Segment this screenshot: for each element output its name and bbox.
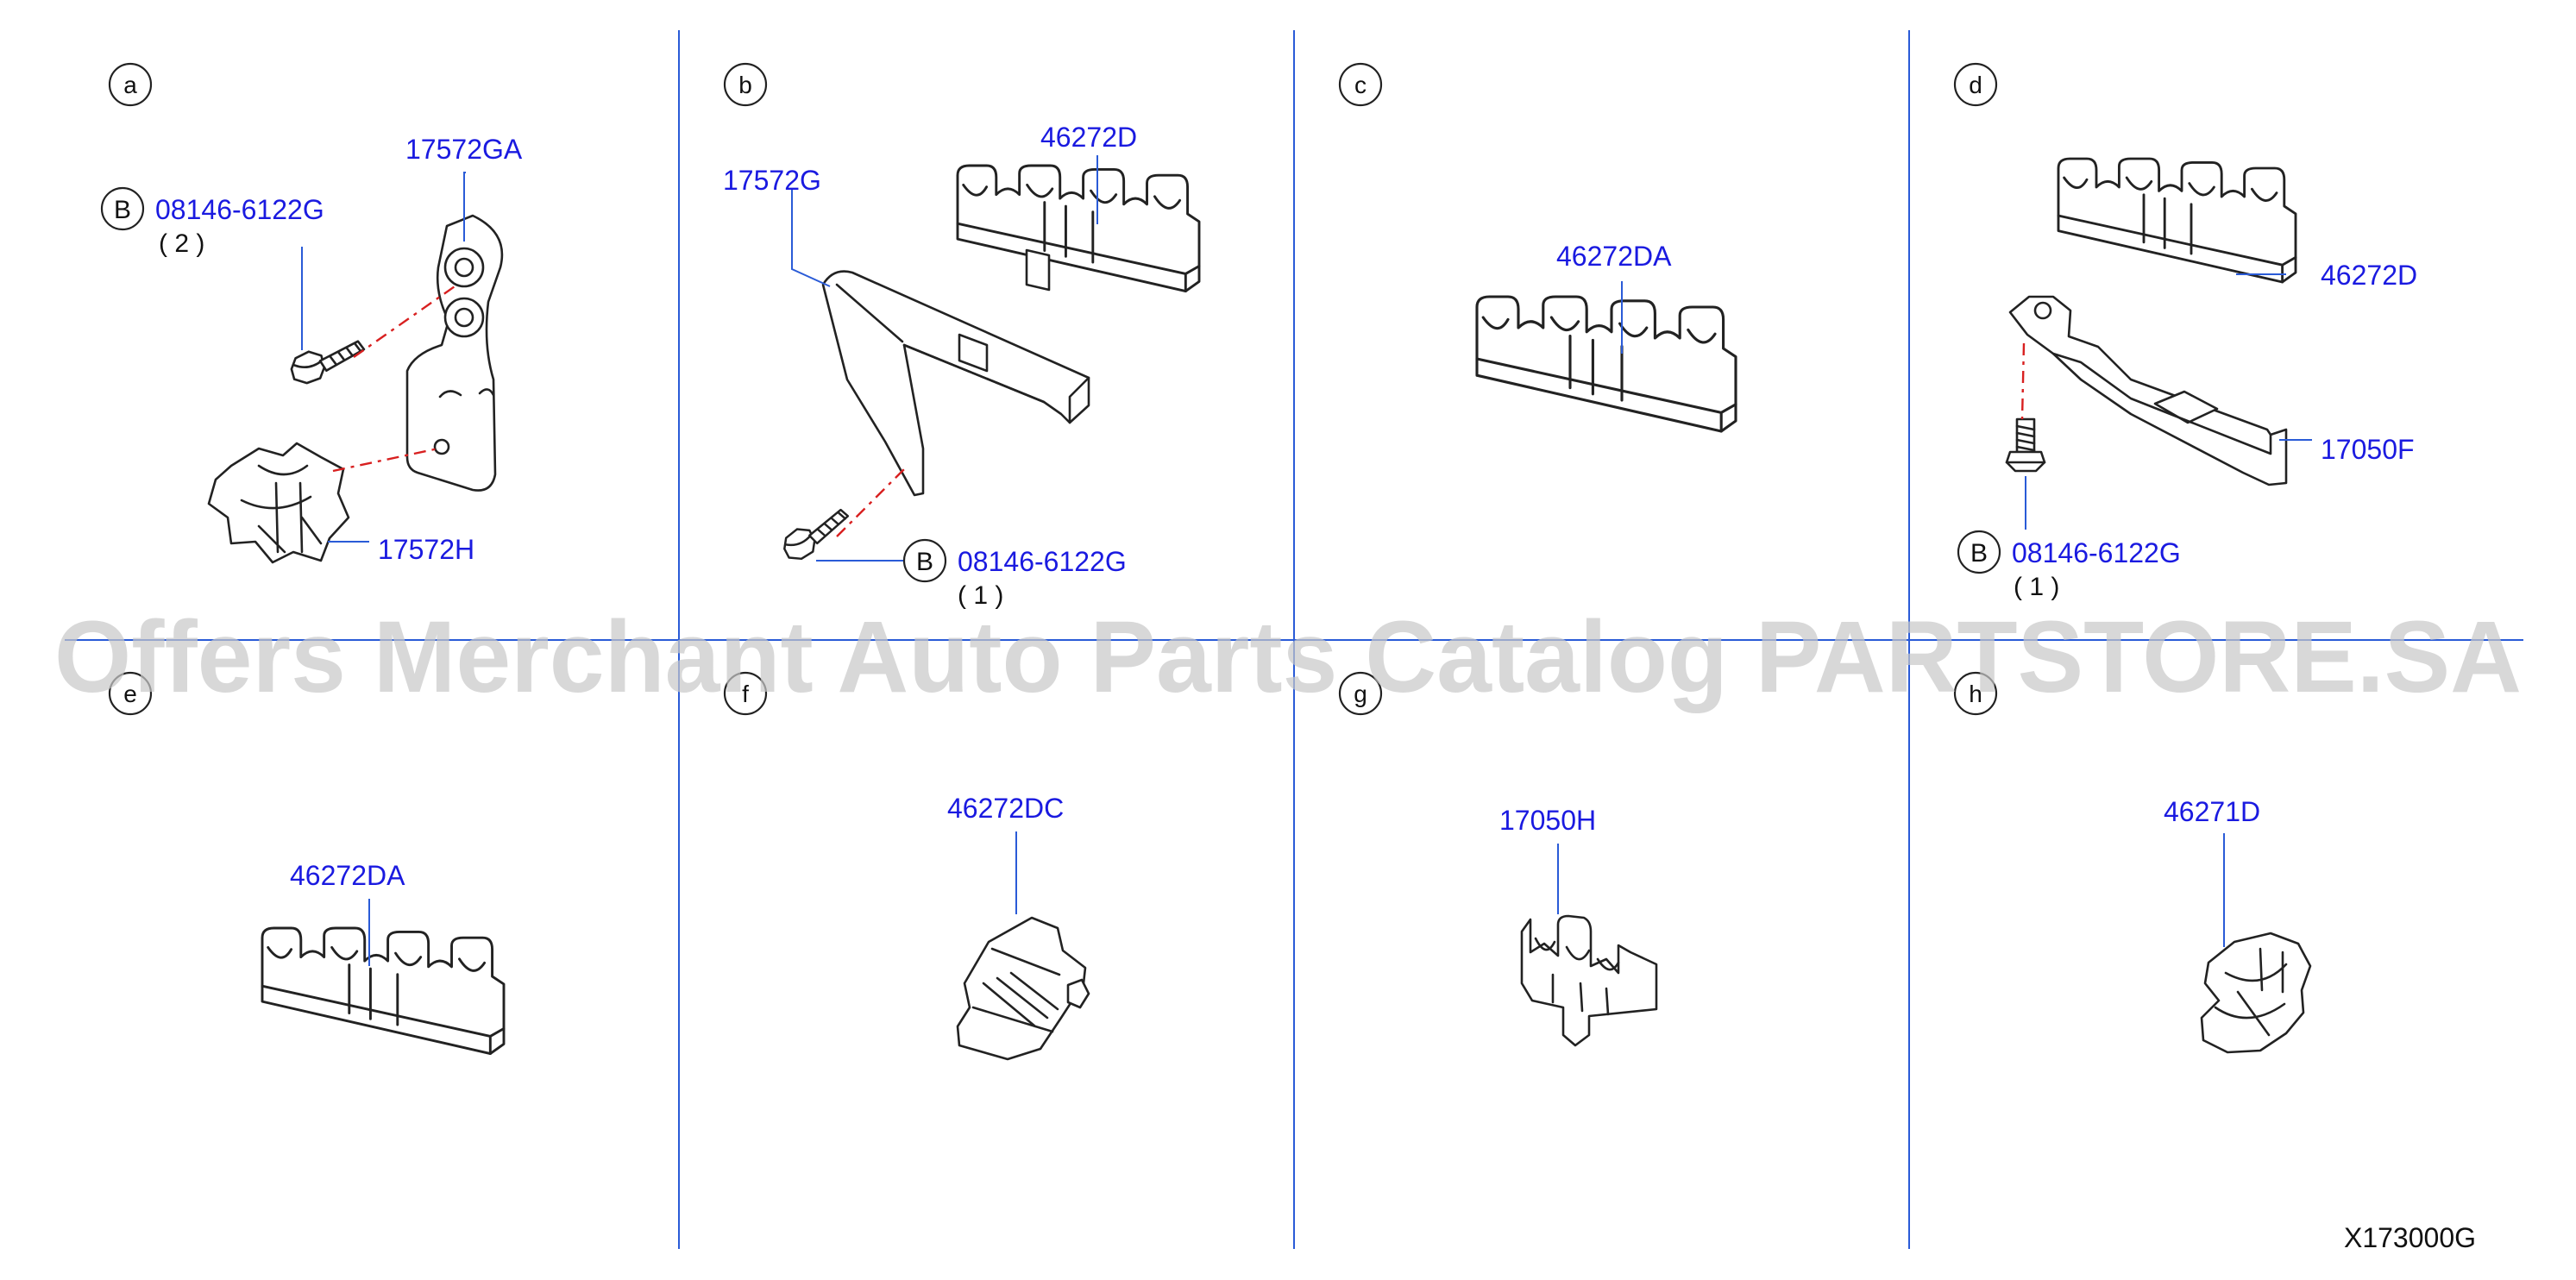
bolt-08146-b bbox=[777, 507, 858, 564]
callout-17572h: 17572H bbox=[378, 534, 474, 565]
svg-text:a: a bbox=[123, 72, 137, 98]
grid-dividers bbox=[65, 30, 2523, 1249]
panel-g: 17050H bbox=[1499, 805, 1658, 1047]
callout-17572g: 17572G bbox=[723, 165, 821, 196]
clip-46271d bbox=[2200, 932, 2312, 1054]
qty-d: ( 1 ) bbox=[2014, 573, 2059, 601]
leader-17572g bbox=[791, 190, 831, 287]
bolt-code-badge-a: B bbox=[100, 186, 145, 231]
centerline-a2 bbox=[332, 447, 439, 473]
panel-e: 46272DA bbox=[261, 860, 506, 1056]
bracket-17050f bbox=[2008, 295, 2288, 486]
qty-a: ( 2 ) bbox=[159, 229, 204, 258]
clip-46272da-c bbox=[1475, 295, 1737, 433]
leader-17572ga bbox=[463, 172, 466, 242]
callout-08146-a: 08146-6122G bbox=[155, 194, 324, 225]
callout-46272da-c: 46272DA bbox=[1556, 241, 1672, 272]
callout-08146-d: 08146-6122G bbox=[2012, 537, 2181, 568]
panel-letter-e: e bbox=[108, 671, 153, 716]
callout-46272d-d: 46272D bbox=[2321, 260, 2417, 291]
callout-17050f: 17050F bbox=[2321, 434, 2415, 465]
bracket-17572ga bbox=[405, 214, 504, 492]
panel-d: 46272D 17050F B 08146-6122G ( 1 ) bbox=[1957, 157, 2417, 601]
svg-text:f: f bbox=[742, 681, 749, 707]
svg-text:B: B bbox=[114, 196, 131, 224]
svg-text:B: B bbox=[916, 548, 933, 576]
svg-text:c: c bbox=[1354, 72, 1367, 98]
panel-letter-c: c bbox=[1338, 62, 1383, 107]
panel-letter-a: a bbox=[108, 62, 153, 107]
clip-17572h bbox=[207, 442, 350, 564]
bracket-17572g bbox=[821, 270, 1090, 497]
svg-text:g: g bbox=[1354, 681, 1367, 707]
panel-letter-g: g bbox=[1338, 671, 1383, 716]
clip-46272dc bbox=[956, 916, 1090, 1061]
callout-17572ga: 17572GA bbox=[405, 134, 523, 165]
bolt-code-badge-d: B bbox=[1957, 530, 2001, 574]
panel-b: 17572G 46272D B 08146-6122G ( 1 ) bbox=[723, 122, 1201, 610]
watermark-text: Offers Merchant Auto Parts Catalog PARTS… bbox=[54, 600, 2522, 714]
callout-17050h: 17050H bbox=[1499, 805, 1596, 836]
centerline-d bbox=[2020, 342, 2026, 420]
clip-46272d-d bbox=[2057, 157, 2297, 284]
centerline-b bbox=[836, 465, 908, 537]
bolt-08146-a bbox=[288, 339, 368, 386]
svg-text:b: b bbox=[738, 72, 752, 98]
callout-46272d-b: 46272D bbox=[1040, 122, 1137, 153]
panel-h: 46271D bbox=[2164, 796, 2312, 1054]
diagram-reference-code: X173000G bbox=[2344, 1222, 2476, 1253]
callout-46271d: 46271D bbox=[2164, 796, 2260, 827]
callout-46272dc: 46272DC bbox=[947, 793, 1064, 824]
svg-text:B: B bbox=[1970, 539, 1988, 568]
svg-text:d: d bbox=[1969, 72, 1982, 98]
panel-f: 46272DC bbox=[947, 793, 1090, 1061]
panel-letter-f: f bbox=[723, 671, 768, 716]
clip-46272da-e bbox=[261, 926, 506, 1056]
svg-text:h: h bbox=[1969, 681, 1982, 707]
clip-17050h bbox=[1520, 914, 1658, 1047]
bolt-08146-d bbox=[2005, 417, 2046, 473]
panel-letter-h: h bbox=[1953, 671, 1998, 716]
panel-letter-d: d bbox=[1953, 62, 1998, 107]
panel-letters: a b c d e f g h bbox=[108, 62, 1998, 716]
callout-08146-b: 08146-6122G bbox=[958, 546, 1127, 577]
qty-b: ( 1 ) bbox=[958, 581, 1003, 610]
svg-text:e: e bbox=[123, 681, 137, 707]
panel-a: 17572GA B 08146-6122G ( 2 ) 17572H bbox=[100, 134, 523, 565]
clip-46272d-b bbox=[956, 164, 1201, 293]
centerline-a1 bbox=[353, 284, 458, 358]
panel-letter-b: b bbox=[723, 62, 768, 107]
callout-46272da-e: 46272DA bbox=[290, 860, 405, 891]
bolt-code-badge-b: B bbox=[902, 538, 947, 583]
panel-c: 46272DA bbox=[1475, 241, 1737, 433]
